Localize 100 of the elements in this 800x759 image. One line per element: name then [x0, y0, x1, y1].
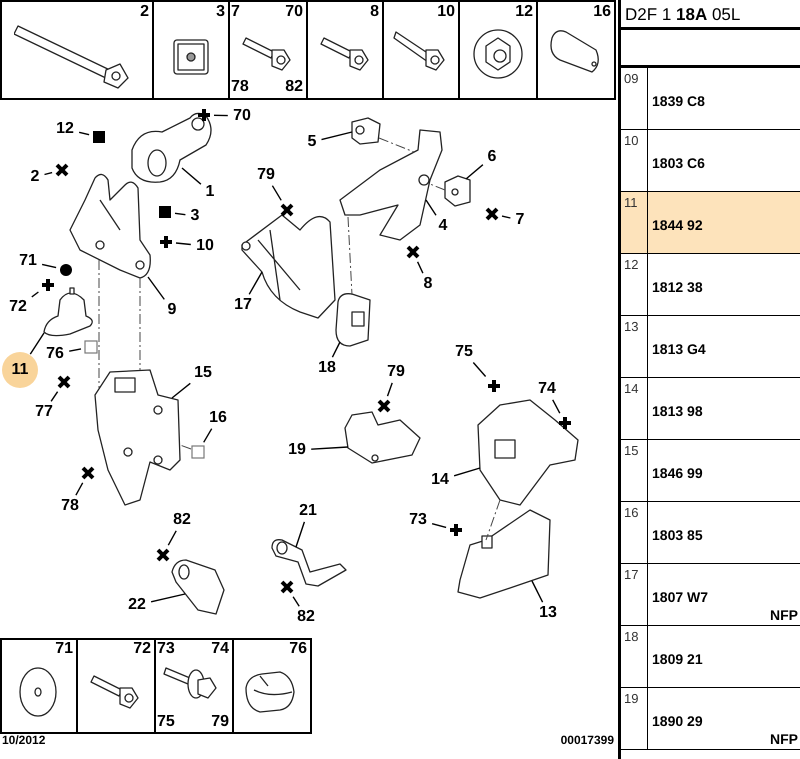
row-number: 11	[624, 195, 638, 210]
callout-number: 77	[35, 403, 53, 421]
callout-number: 9	[168, 301, 176, 319]
part-number: 79	[211, 713, 229, 731]
leader-line	[214, 114, 228, 116]
dash-dot-line	[430, 184, 446, 190]
leader-line	[172, 382, 191, 399]
row-number: 16	[624, 505, 638, 520]
part-number: 7	[231, 3, 240, 21]
document-number: 00017399	[560, 733, 614, 747]
callout-number: 2	[30, 168, 40, 186]
dash-dot-line	[98, 260, 100, 388]
part-number: 71	[55, 640, 73, 658]
callout-number: 74	[538, 380, 556, 398]
cross-marker-icon	[280, 204, 294, 216]
cross-marker-icon	[58, 376, 70, 388]
part-reference: 1803 C6	[652, 155, 705, 171]
dash-dot-line	[378, 138, 414, 152]
status-note: NFP	[770, 731, 798, 747]
callout-number: 79	[257, 166, 275, 184]
row-number: 09	[624, 71, 638, 86]
leader-line	[466, 164, 484, 180]
leader-line	[78, 132, 90, 136]
bushing-drawing	[335, 293, 371, 347]
cross-marker-icon	[82, 466, 94, 480]
tab-plate-drawing	[171, 559, 225, 615]
part-number: 74	[211, 640, 229, 658]
callout-number: 13	[539, 604, 557, 622]
cross-marker-icon	[156, 548, 170, 562]
part-number: 2	[140, 3, 149, 21]
callout-number: 4	[438, 217, 448, 235]
square-marker-icon	[93, 131, 105, 143]
callout-number: 1	[206, 183, 214, 201]
row-number: 14	[624, 381, 638, 396]
dash-dot-line	[180, 444, 192, 450]
callout-number: 14	[431, 471, 449, 489]
leader-line	[272, 185, 282, 201]
callout-number: 82	[297, 608, 315, 626]
bent-bracket-drawing	[271, 539, 347, 587]
cross-marker-icon	[56, 164, 68, 176]
lower-bracket-drawing	[457, 509, 551, 599]
dash-dot-line	[486, 500, 500, 540]
date-text: 10/2012	[2, 733, 46, 747]
part-number: 70	[285, 3, 303, 21]
part-reference: 1807 W7	[652, 589, 708, 605]
part-number: 10	[437, 3, 455, 21]
cross-marker-icon	[280, 580, 294, 594]
leader-line	[50, 391, 58, 402]
callout-number: 21	[299, 502, 317, 520]
transmission-mount-drawing	[477, 399, 579, 506]
callout-number: 7	[516, 211, 524, 229]
plus-marker-icon	[198, 109, 210, 121]
dot-marker-icon	[60, 264, 72, 276]
leader-line	[295, 522, 306, 548]
part-reference: 1812 38	[652, 279, 703, 295]
plus-marker-icon	[488, 380, 500, 392]
table-header: D2F 1 18A 05L	[621, 0, 800, 30]
leader-line	[416, 262, 424, 274]
leader-line	[432, 523, 446, 528]
callout-number: 16	[209, 409, 227, 427]
engine-bracket-drawing	[69, 174, 151, 279]
part-number: 8	[370, 3, 379, 21]
plus-marker-icon	[42, 279, 54, 291]
part-number: 12	[515, 3, 533, 21]
gearbox-bracket-drawing	[94, 369, 181, 506]
plus-marker-icon	[450, 524, 462, 536]
small-block-drawing	[351, 117, 381, 145]
callout-number: 79	[387, 363, 405, 381]
callout-number: 82	[173, 511, 191, 529]
leader-line	[552, 399, 560, 414]
leader-line	[332, 342, 341, 358]
leader-line	[69, 348, 82, 352]
callout-number: 6	[488, 148, 496, 166]
leader-line	[386, 382, 393, 396]
cross-marker-icon	[378, 400, 390, 412]
part-number: 75	[157, 713, 175, 731]
callout-number: 73	[409, 511, 427, 529]
leader-line	[472, 362, 486, 377]
engine-mount-drawing	[43, 287, 93, 336]
part-reference: 1803 85	[652, 527, 703, 543]
callout-number: 70	[233, 107, 251, 125]
leader-line	[292, 596, 300, 607]
row-number: 19	[624, 691, 638, 706]
part-reference: 1813 98	[652, 403, 703, 419]
leader-line	[425, 200, 437, 216]
callout-number: 12	[56, 120, 74, 138]
callout-number: 11	[2, 352, 38, 388]
part-number: 82	[285, 78, 303, 96]
callout-number: 18	[318, 359, 336, 377]
cross-marker-icon	[406, 246, 420, 258]
callout-number: 19	[288, 441, 306, 459]
part-reference: 1846 99	[652, 465, 703, 481]
part-reference: 1839 C8	[652, 93, 705, 109]
dash-dot-line	[348, 216, 352, 296]
row-number: 13	[624, 319, 638, 334]
torque-rod-drawing	[131, 112, 212, 183]
callout-number: 3	[190, 207, 200, 225]
callout-number: 22	[128, 596, 146, 614]
leader-line	[31, 291, 39, 298]
row-number: 18	[624, 629, 638, 644]
